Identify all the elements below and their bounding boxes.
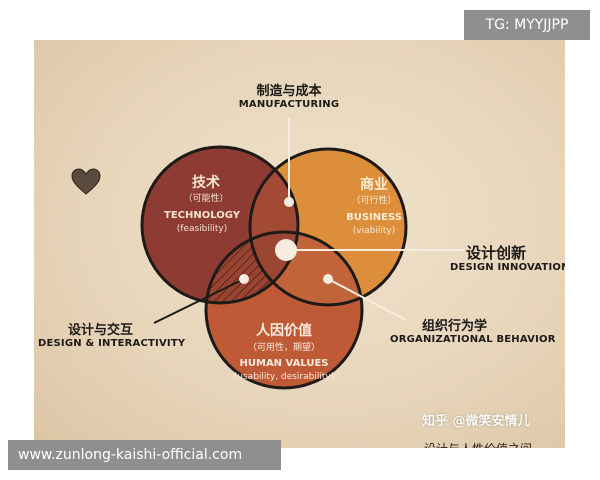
design-innovation-zh: 设计创新 [466,244,527,262]
manufacturing-zh: 制造与成本 [256,84,322,99]
partial-bottom-text: ~设计与人性价值之间 [414,440,532,448]
overlap-business-human [250,232,362,305]
technology-en-sub: (feasibility) [176,224,228,234]
venn-diagram [140,118,464,390]
organizational-dot [323,274,333,284]
heart-icon [71,168,101,195]
zhihu-watermark: 知乎 @微笑安情儿 [422,414,531,429]
technology-zh: 技术 [192,175,220,191]
design-innovation-en: DESIGN INNOVATION [450,262,565,273]
organizational-line [329,279,407,321]
technology-sub: （可能性） [183,194,229,204]
interactivity-dot [239,274,249,284]
human-values-zh: 人因价值 [256,323,312,339]
diagram-photo: 制造与成本 MANUFACTURING 设计创新 DESIGN INNOVATI… [34,40,565,448]
interactivity-line [153,279,243,324]
human-values-en: HUMAN VALUES [239,358,329,369]
business-en-sub: (viability) [352,226,396,236]
organizational-en: ORGANIZATIONAL BEHAVIOR [390,334,556,345]
overlap-tech-human [206,232,298,303]
interactivity-zh: 设计与交互 [68,323,134,338]
human-values-en-sub: (usability, desirability) [233,372,335,382]
human-values-sub: （可用性，期望） [247,343,321,353]
top-right-watermark: TG: MYYJJPP [464,10,590,40]
technology-en: TECHNOLOGY [164,210,240,221]
design-innovation-dot [275,239,297,261]
business-zh: 商业 [360,177,388,193]
organizational-zh: 组织行为学 [422,319,488,334]
business-sub: （可行性） [351,196,397,206]
interactivity-en: DESIGN & INTERACTIVITY [38,338,186,349]
business-en: BUSINESS [346,212,402,223]
manufacturing-dot [284,197,294,207]
manufacturing-en: MANUFACTURING [238,99,340,110]
bottom-url-bar: www.zunlong-kaishi-official.com [8,440,281,470]
